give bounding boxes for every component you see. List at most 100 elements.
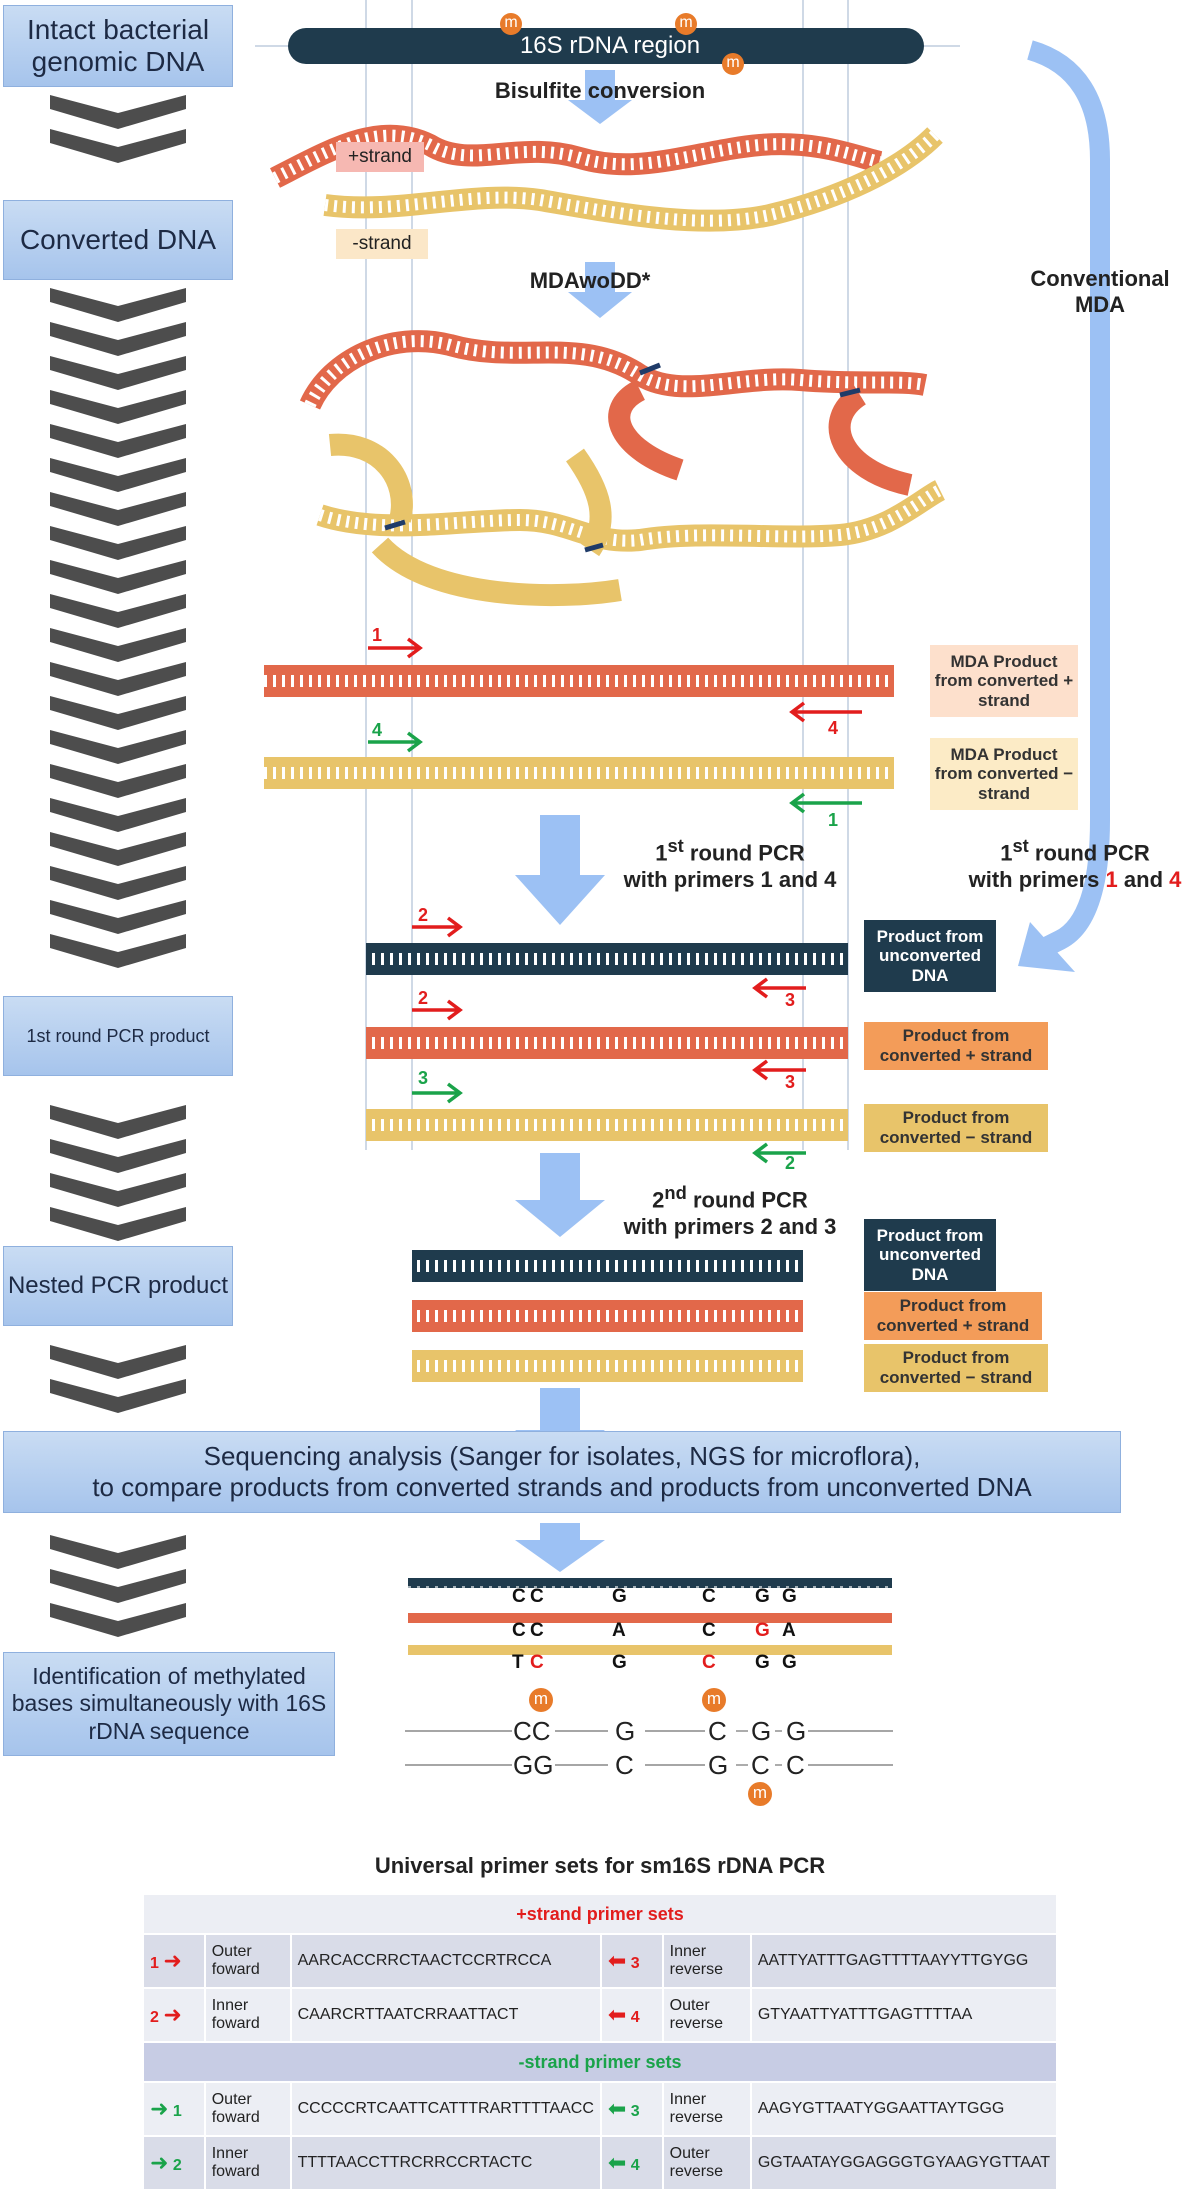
- nucleotide: C: [615, 1750, 634, 1780]
- primer-num: 1: [172, 2103, 182, 2120]
- primer-seq: CCCCCRTCAATTCATTTRARTTTTAACC: [289, 2081, 602, 2137]
- table-row: ➜ 2 Inner foward TTTTAACCTTRCRRCCRTACTC …: [142, 2135, 1059, 2191]
- bisulfite-label: Bisulfite conversion: [494, 78, 706, 103]
- primer-arrow-icon: [752, 1142, 806, 1164]
- nucleotide: G: [755, 1652, 770, 1673]
- primer-number-2: 2: [418, 905, 429, 925]
- nucleotide: C: [530, 1620, 544, 1641]
- chevron-icon: [50, 390, 186, 424]
- first-pcr-line-2: with primers 1 and 4: [623, 866, 837, 892]
- nucleotide: G: [782, 1586, 797, 1607]
- primer-arrow-icon: [412, 999, 463, 1021]
- right-arrow-icon: ➜: [163, 1948, 182, 1973]
- primer-arrow-icon: [412, 916, 463, 938]
- nucleotide: G: [612, 1586, 627, 1607]
- sequencing-line-1: Sequencing analysis (Sanger for isolates…: [203, 1441, 921, 1471]
- plus-strand-tag: +strand: [336, 142, 424, 172]
- mdawodd-label: MDAwoDD*: [529, 268, 651, 293]
- primer-cell: ⬅ 3: [599, 2081, 664, 2137]
- mda-tangle: [299, 330, 946, 607]
- second-pcr-line-1: 2nd round PCR: [652, 1182, 808, 1213]
- primer-seq: GTYAATTYATTTGAGTTTTAA: [749, 1987, 1059, 2043]
- stage-identification: Identification of methylated bases simul…: [3, 1652, 335, 1756]
- right-arrow-icon: ➜: [163, 2002, 182, 2027]
- nucleotide: C: [530, 1586, 544, 1607]
- primer-cell: ➜ 2: [142, 2135, 206, 2191]
- primer-cell: ⬅ 4: [599, 2135, 664, 2191]
- chevron-icon: [50, 696, 186, 730]
- table-row: 2 ➜ Inner foward CAARCRTTAATCRRAATTACT ⬅…: [142, 1987, 1059, 2043]
- chevron-icon: [50, 1207, 186, 1241]
- chevron-icon: [50, 628, 186, 662]
- primer-arrow-icon: [368, 637, 423, 659]
- chevron-icon: [50, 356, 186, 390]
- methyl-icon: m: [675, 13, 697, 35]
- primer-number-1: 1: [372, 625, 383, 645]
- conventional-label-2: MDA: [1074, 292, 1126, 318]
- nested-minus-tag: Product from converted − strand: [864, 1344, 1048, 1392]
- primer-cell: ➜ 1: [142, 2081, 206, 2137]
- right-arrow-icon: ➜: [150, 2150, 169, 2175]
- chevron-icon: [50, 458, 186, 492]
- primer-type: Inner reverse: [661, 1933, 752, 1989]
- primer-number-1-green: 1: [828, 810, 839, 830]
- primer-seq: AARCACCRRCTAACTCCRTRCCA: [289, 1933, 602, 1989]
- first-plus-tag: Product from converted + strand: [864, 1022, 1048, 1070]
- chevron-icon: [50, 424, 186, 458]
- nucleotide: C: [702, 1620, 716, 1641]
- double-strand-lines: [405, 1730, 893, 1766]
- chevron-icon: [50, 662, 186, 696]
- methyl-icon: m: [529, 1688, 553, 1712]
- primer-cell: 2 ➜: [142, 1987, 206, 2043]
- minus-header: -strand primer sets: [142, 2041, 1058, 2083]
- first-minus-tag: Product from converted − strand: [864, 1104, 1048, 1152]
- nested-unconv-tag: Product from unconverted DNA: [864, 1219, 996, 1291]
- nucleotide: C: [751, 1750, 770, 1780]
- primer-arrow-icon: [789, 792, 862, 814]
- converted-strands: [270, 124, 943, 232]
- sequencing-line-2: to compare products from converted stran…: [92, 1472, 1032, 1502]
- primer-number-3b: 3: [785, 1072, 796, 1092]
- chevron-icon: [50, 1379, 186, 1413]
- primer-arrow-icon: [752, 977, 806, 999]
- primer-arrow-icon: [789, 701, 862, 723]
- stage-intact: Intact bacterial genomic DNA: [3, 5, 233, 87]
- chevron-icon: [50, 730, 186, 764]
- nucleotide: C: [786, 1750, 805, 1780]
- primer-seq: CAARCRTTAATCRRAATTACT: [289, 1987, 602, 2043]
- chevron-icon: [50, 1105, 186, 1139]
- primer-arrows: [368, 637, 862, 1164]
- first-pcr-right-label: 1st round PCR with primers 1 and 4: [950, 835, 1200, 893]
- primer-number-4: 4: [828, 718, 839, 738]
- chevron-icon: [50, 526, 186, 560]
- chevron-icon: [50, 492, 186, 526]
- first-pcr-right-line-2: with primers 1 and 4: [950, 867, 1200, 893]
- nucleotide: A: [612, 1620, 626, 1641]
- chevron-icon: [50, 560, 186, 594]
- primer-seq: AATTYATTTGAGTTTTAAYYTTGYGG: [749, 1933, 1059, 1989]
- nucleotide: CC: [513, 1716, 551, 1746]
- nucleotide: A: [782, 1620, 796, 1641]
- nucleotide: C: [512, 1620, 526, 1641]
- nucleotide: G: [755, 1586, 770, 1607]
- chevron-icon: [50, 1173, 186, 1207]
- chevron-icon: [50, 866, 186, 900]
- primer-arrow-icon: [368, 731, 423, 753]
- methyl-icon: m: [500, 13, 522, 35]
- mda-products: [264, 665, 894, 789]
- chevron-icon: [50, 1535, 186, 1569]
- stage-sequencing: Sequencing analysis (Sanger for isolates…: [3, 1431, 1121, 1513]
- primer-num: 3: [630, 2103, 640, 2120]
- primer-seq: AAGYGTTAATYGGAATTAYTGGG: [749, 2081, 1059, 2137]
- nucleotide: GG: [513, 1750, 554, 1780]
- primer-num: 4: [630, 2009, 640, 2026]
- nucleotide: C: [702, 1652, 716, 1673]
- mda-plus-tag: MDA Product from converted + strand: [930, 645, 1078, 717]
- primer-num: 3: [630, 1955, 640, 1972]
- nucleotide: G: [786, 1716, 807, 1746]
- nucleotide: C: [702, 1586, 716, 1607]
- chevron-icon: [50, 1345, 186, 1379]
- chevron-icon: [50, 934, 186, 968]
- first-pcr-right-line-1: 1st round PCR: [1000, 835, 1150, 866]
